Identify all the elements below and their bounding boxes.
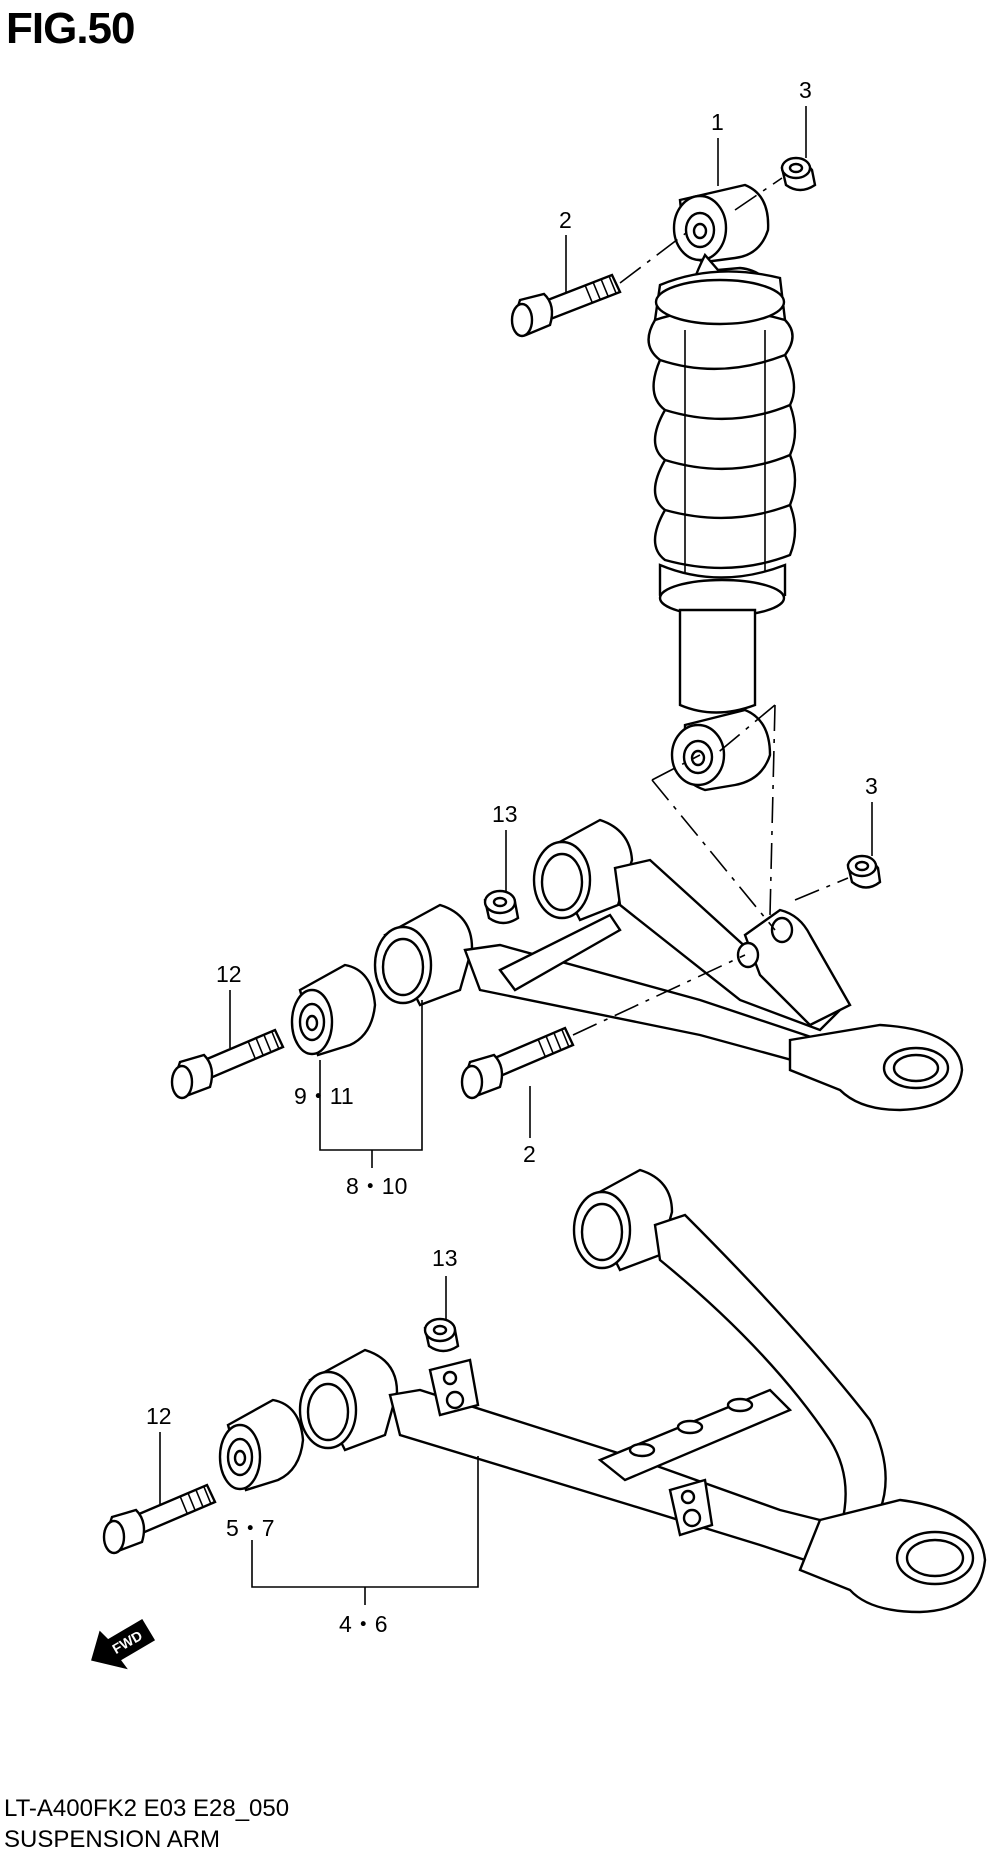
shock-top-bolt[interactable] <box>510 273 622 338</box>
callout-lower-arm-bushing: 5・7 <box>226 1515 275 1541</box>
callout-upper-arm-assy: 8・10 <box>346 1173 407 1199</box>
figure-name: SUSPENSION ARM <box>4 1826 221 1853</box>
upper-arm-washer[interactable] <box>483 889 520 925</box>
shock-top-nut-axis <box>734 177 783 211</box>
callout-shock-top-nut: 3 <box>799 77 812 103</box>
upper-arm[interactable] <box>373 818 964 1112</box>
callout-lower-arm-washer: 13 <box>432 1245 458 1271</box>
shock-bottom-axis-1 <box>651 779 776 931</box>
shock-bottom-bolt[interactable] <box>460 1026 575 1100</box>
lower-arm-bolt[interactable] <box>102 1483 217 1555</box>
figure-code: LT-A400FK2 E03 E28_050 <box>4 1795 290 1822</box>
leader-lines <box>159 106 873 1605</box>
shock-bottom-axis-2 <box>769 704 776 916</box>
shock-bottom-axis-4 <box>651 754 701 781</box>
callout-lower-arm-bolt: 12 <box>146 1403 172 1429</box>
shock-bottom-axis-3 <box>714 704 776 756</box>
upper-arm-nut-axis <box>794 877 849 901</box>
callout-shock-top-bolt: 2 <box>559 207 572 233</box>
shock-bottom-bolt-axis <box>572 954 746 1036</box>
shock-top-nut[interactable] <box>780 156 817 192</box>
callout-upper-arm-bushing: 9・11 <box>294 1083 354 1109</box>
lower-arm[interactable] <box>298 1168 987 1614</box>
fwd-arrow-icon: FWD <box>91 1618 156 1670</box>
upper-arm-bolt[interactable] <box>170 1028 285 1100</box>
figure-title: FIG.50 <box>6 4 135 53</box>
callout-lower-arm-assy: 4・6 <box>339 1611 388 1637</box>
upper-arm-bushing[interactable] <box>290 963 377 1057</box>
callout-upper-arm-bolt: 12 <box>216 961 242 987</box>
upper-arm-nut[interactable] <box>846 854 882 889</box>
lower-arm-bushing[interactable] <box>218 1398 305 1492</box>
callout-upper-arm-nut: 3 <box>865 773 878 799</box>
lower-arm-washer[interactable] <box>423 1317 460 1353</box>
shock-top-bolt-axis <box>619 229 691 284</box>
callout-upper-arm-washer: 13 <box>492 801 518 827</box>
callout-shock-bottom-bolt: 2 <box>523 1141 536 1167</box>
shock-absorber[interactable] <box>647 183 797 792</box>
callout-shock-absorber: 1 <box>711 109 724 135</box>
